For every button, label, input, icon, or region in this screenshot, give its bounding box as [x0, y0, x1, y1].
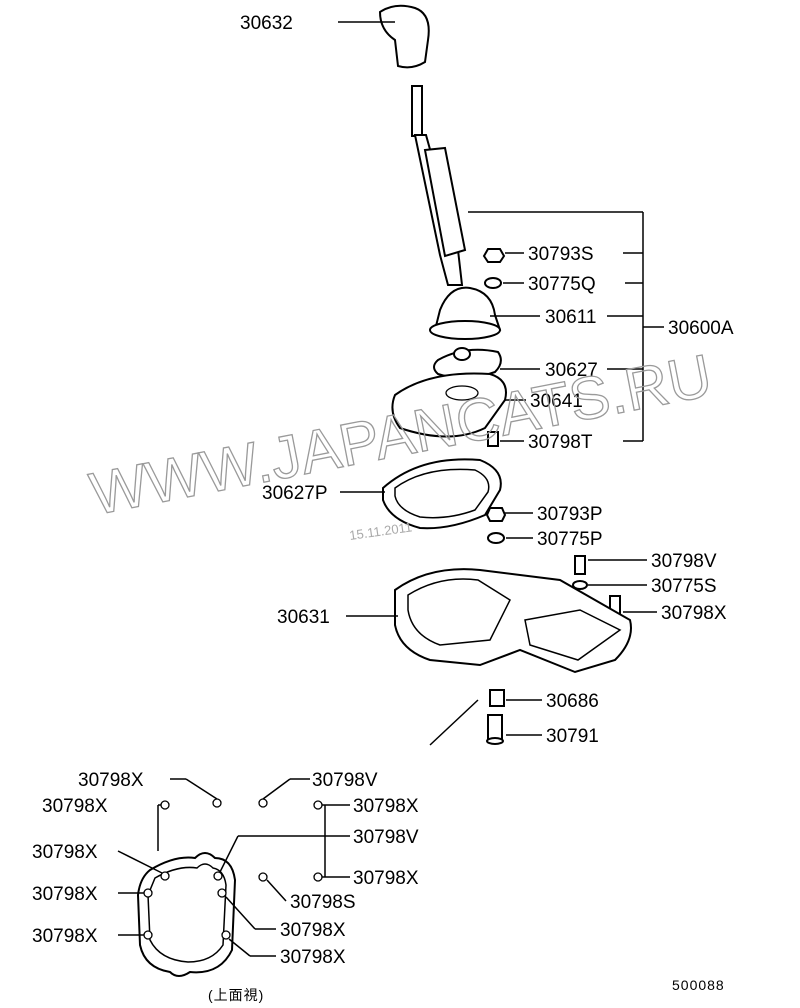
- top-view-label: 30798X: [353, 796, 419, 817]
- top-view-label: 30798S: [290, 892, 356, 913]
- top-view-label: 30798X: [78, 770, 144, 791]
- top-view-label: 30798X: [32, 842, 98, 863]
- top-view-label: 30798X: [280, 947, 346, 968]
- top-view-label: 30798X: [32, 926, 98, 947]
- label-30775Q: 30775Q: [528, 274, 596, 295]
- shift-knob: [378, 4, 430, 69]
- label-30775P: 30775P: [537, 529, 603, 550]
- top-view-label: 30798X: [32, 884, 98, 905]
- plug-30791: [486, 714, 504, 745]
- label-30641: 30641: [530, 391, 583, 412]
- label-30627P: 30627P: [262, 483, 328, 504]
- label-30631: 30631: [277, 607, 330, 628]
- leader-lines: [338, 21, 664, 746]
- nut-30793P: [485, 507, 507, 522]
- washer-30775P: [487, 532, 505, 544]
- top-view-label: 30798X: [42, 796, 108, 817]
- diagram-code: 500088: [672, 977, 725, 993]
- label-30632: 30632: [240, 13, 293, 34]
- date-stamp: 15.11.2011: [348, 519, 413, 543]
- label-30798X: 30798X: [661, 603, 727, 624]
- washer-30775Q: [484, 277, 502, 289]
- label-30775S: 30775S: [651, 576, 717, 597]
- bolt-30798T: [487, 431, 499, 447]
- gasket-30627P: [382, 458, 502, 530]
- label-30798T: 30798T: [528, 432, 593, 453]
- plate-30641: [391, 372, 507, 438]
- shift-housing-30631: [394, 568, 632, 674]
- label-30611: 30611: [545, 307, 596, 328]
- label-30793S: 30793S: [528, 244, 594, 265]
- gasket-30627: [433, 347, 502, 379]
- label-30791: 30791: [546, 726, 599, 747]
- top-view-label: 30798X: [353, 868, 419, 889]
- bolt-30798V: [574, 555, 586, 575]
- top-view-label: 30798V: [353, 827, 419, 848]
- top-view-gasket: [117, 778, 350, 977]
- label-30600A: 30600A: [668, 318, 734, 339]
- lever-housing: [429, 286, 502, 340]
- nut-30793S: [482, 248, 506, 263]
- top-view-label: 30798V: [312, 770, 378, 791]
- label-30627: 30627: [545, 360, 598, 381]
- top-view-label: 30798X: [280, 920, 346, 941]
- label-30793P: 30793P: [537, 504, 603, 525]
- label-30798V: 30798V: [651, 551, 717, 572]
- washer-30775S: [572, 580, 588, 590]
- shift-lever: [411, 85, 467, 286]
- label-30686: 30686: [546, 691, 599, 712]
- spring-30686: [489, 689, 505, 707]
- view-note: (上面視): [208, 987, 264, 1003]
